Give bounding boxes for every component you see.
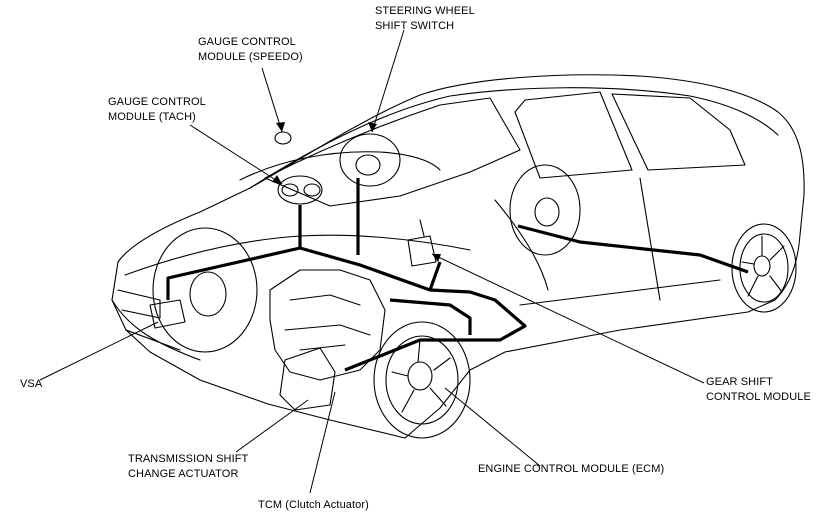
arrowhead-tach	[272, 175, 282, 184]
label-line: MODULE (SPEEDO)	[198, 51, 303, 63]
label-transmission-actuator: TRANSMISSION SHIFT CHANGE ACTUATOR	[128, 452, 248, 482]
arrowhead-steering	[368, 122, 377, 132]
leader-vsa	[39, 321, 159, 381]
dashboard	[239, 151, 441, 181]
label-line: SHIFT SWITCH	[375, 20, 455, 32]
rear-wheel-left	[509, 164, 581, 256]
engine-block	[269, 269, 386, 381]
harness-main	[166, 246, 527, 372]
label-line: VSA	[20, 378, 43, 390]
leader-ecm	[444, 387, 541, 467]
label-line: GAUGE CONTROL	[198, 36, 296, 48]
windshield	[264, 97, 521, 207]
label-line: ENGINE CONTROL MODULE (ECM)	[478, 463, 665, 475]
leader-tach	[189, 124, 283, 185]
bumper	[111, 299, 201, 361]
harness-rear	[517, 224, 749, 274]
label-gauge-speedo: GAUGE CONTROL MODULE (SPEEDO)	[198, 35, 303, 65]
roof-line	[249, 87, 779, 189]
side-window-rear	[611, 93, 746, 171]
side-window-front	[514, 91, 633, 179]
gauge-cluster	[277, 175, 323, 205]
leader-tcm	[309, 391, 336, 494]
label-line: CHANGE ACTUATOR	[128, 468, 239, 480]
door-line	[494, 177, 721, 306]
label-line: TCM (Clutch Actuator)	[258, 499, 369, 511]
vsa-unit	[149, 299, 186, 329]
front-wheel-left	[152, 227, 258, 353]
arrowhead-gear	[432, 254, 441, 262]
label-vsa: VSA	[20, 377, 42, 392]
harness-gear	[428, 261, 442, 291]
grille	[117, 289, 161, 319]
leader-transmission	[235, 399, 309, 453]
leader-speedo	[261, 67, 283, 133]
label-steering-wheel-shift-switch: STEERING WHEEL SHIFT SWITCH	[375, 4, 475, 34]
steering-wheel	[339, 133, 401, 187]
label-gauge-tach: GAUGE CONTROL MODULE (TACH)	[108, 95, 206, 125]
arrowhead-speedo	[276, 122, 285, 132]
label-line: GEAR SHIFT	[706, 376, 774, 388]
gear-shift-module	[407, 219, 437, 267]
label-line: TRANSMISSION SHIFT	[128, 453, 249, 465]
label-ecm: ENGINE CONTROL MODULE (ECM)	[478, 462, 664, 477]
rear-wheel-right	[731, 223, 797, 313]
label-line: GAUGE CONTROL	[108, 96, 206, 108]
label-line: STEERING WHEEL	[375, 5, 475, 17]
hood-line	[124, 234, 471, 276]
front-wheel-right	[373, 321, 471, 439]
label-line: MODULE (TACH)	[108, 111, 196, 123]
label-tcm: TCM (Clutch Actuator)	[258, 498, 369, 513]
label-line: CONTROL MODULE	[706, 391, 811, 403]
label-gear-shift-control-module: GEAR SHIFT CONTROL MODULE	[706, 375, 811, 405]
transmission-actuator	[279, 347, 336, 411]
leader-gear	[431, 253, 705, 384]
leader-steering	[371, 29, 405, 133]
harness-ecm	[389, 298, 472, 335]
